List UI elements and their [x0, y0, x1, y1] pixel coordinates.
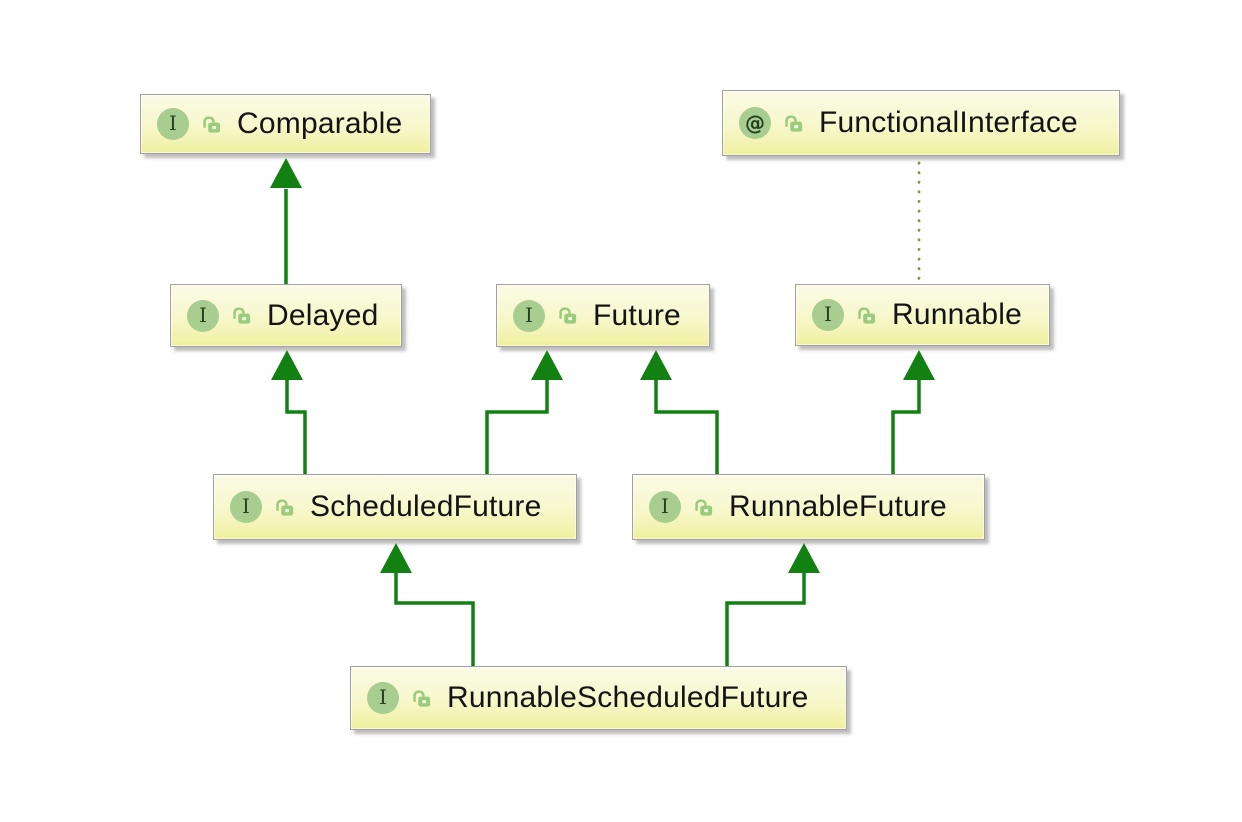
arrowhead-icon — [903, 350, 935, 380]
interface-icon: I — [812, 299, 844, 331]
unlocked-icon — [413, 689, 431, 707]
unlocked-icon — [858, 306, 876, 324]
badge-glyph: I — [525, 302, 533, 327]
unlocked-icon — [559, 307, 577, 324]
badge-glyph: I — [169, 111, 177, 135]
badge-glyph: I — [242, 494, 250, 518]
node-runnable-scheduled-future[interactable]: I RunnableScheduledFuture — [350, 666, 847, 730]
arrowhead-icon — [271, 350, 303, 380]
interface-icon: I — [649, 491, 681, 523]
annotation-icon: @ — [739, 107, 771, 139]
badge-glyph: I — [379, 685, 387, 709]
edge-runnable-scheduled-future-to-scheduled-future — [394, 573, 475, 666]
node-label: RunnableScheduledFuture — [447, 681, 809, 714]
node-label: Future — [593, 298, 681, 332]
arrowhead-icon — [531, 350, 563, 380]
edge-scheduled-future-to-delayed — [285, 380, 307, 474]
arrowhead-icon — [270, 158, 302, 188]
node-delayed[interactable]: I Delayed — [170, 284, 402, 347]
node-runnable[interactable]: I Runnable — [795, 284, 1050, 346]
interface-icon: I — [187, 299, 219, 332]
edge-runnable-future-to-runnable — [891, 380, 921, 474]
badge-glyph: I — [661, 494, 669, 518]
node-scheduled-future[interactable]: I ScheduledFuture — [213, 474, 577, 540]
badge-glyph: @ — [745, 111, 765, 135]
unlocked-icon — [233, 307, 251, 324]
unlocked-icon — [785, 114, 803, 132]
node-runnable-future[interactable]: I RunnableFuture — [632, 474, 985, 540]
badge-glyph: I — [199, 302, 207, 327]
interface-icon: I — [513, 299, 545, 332]
arrowhead-icon — [380, 543, 412, 573]
interface-icon: I — [230, 491, 262, 523]
node-label: RunnableFuture — [729, 490, 947, 523]
node-label: Delayed — [267, 298, 379, 332]
node-comparable[interactable]: I Comparable — [140, 94, 431, 154]
arrowhead-icon — [788, 543, 820, 573]
unlocked-icon — [203, 115, 221, 133]
unlocked-icon — [276, 498, 294, 516]
interface-icon: I — [157, 108, 189, 140]
node-label: FunctionalInterface — [819, 106, 1078, 139]
interface-icon: I — [367, 682, 399, 714]
node-future[interactable]: I Future — [496, 284, 710, 347]
edge-scheduled-future-to-future — [485, 380, 549, 474]
edge-runnable-scheduled-future-to-runnable-future — [725, 573, 806, 666]
node-label: Runnable — [892, 298, 1023, 331]
node-label: ScheduledFuture — [310, 490, 542, 523]
badge-glyph: I — [824, 302, 832, 326]
node-label: Comparable — [237, 107, 403, 140]
unlocked-icon — [695, 498, 713, 516]
node-functional-interface[interactable]: @ FunctionalInterface — [722, 90, 1120, 156]
arrowhead-icon — [640, 350, 672, 380]
edge-runnable-future-to-future — [654, 380, 719, 474]
